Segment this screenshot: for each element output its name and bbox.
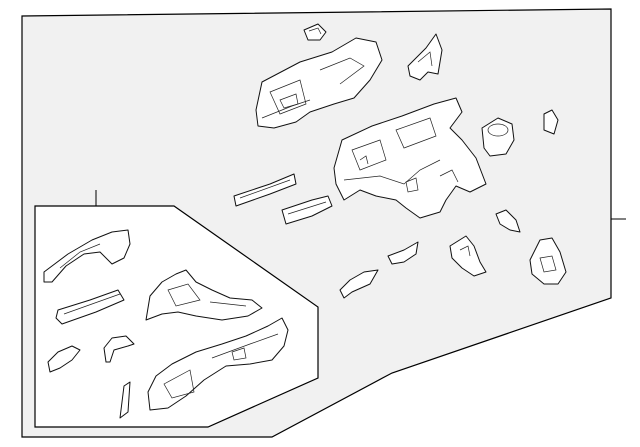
part-main-apron-assembly [333,97,487,219]
part-upper-apron-left [255,37,383,129]
inset-part-strip [119,381,131,419]
part-bracket-upper-right [407,33,443,81]
inset-part-long-rail [55,289,125,325]
inset-part-upper-apron [145,269,263,321]
part-gusset-left [339,269,379,299]
inset-part-small-gusset [47,345,81,373]
inset-part-bracket [103,335,135,363]
inset-part-lower-apron [147,317,289,411]
part-mount-bracket-right [481,117,515,157]
part-tower-bracket [449,235,487,277]
part-small-bracket-top [303,23,327,41]
part-gusset-center [387,241,419,265]
inset-part-wheelhouse-arch [43,229,131,283]
part-rail-center [281,195,333,225]
part-support-bracket-right [529,237,567,285]
part-small-clip-right [543,109,559,135]
inset-panel [34,205,319,428]
part-small-bracket-center [495,209,521,233]
part-rail-left [233,173,297,207]
